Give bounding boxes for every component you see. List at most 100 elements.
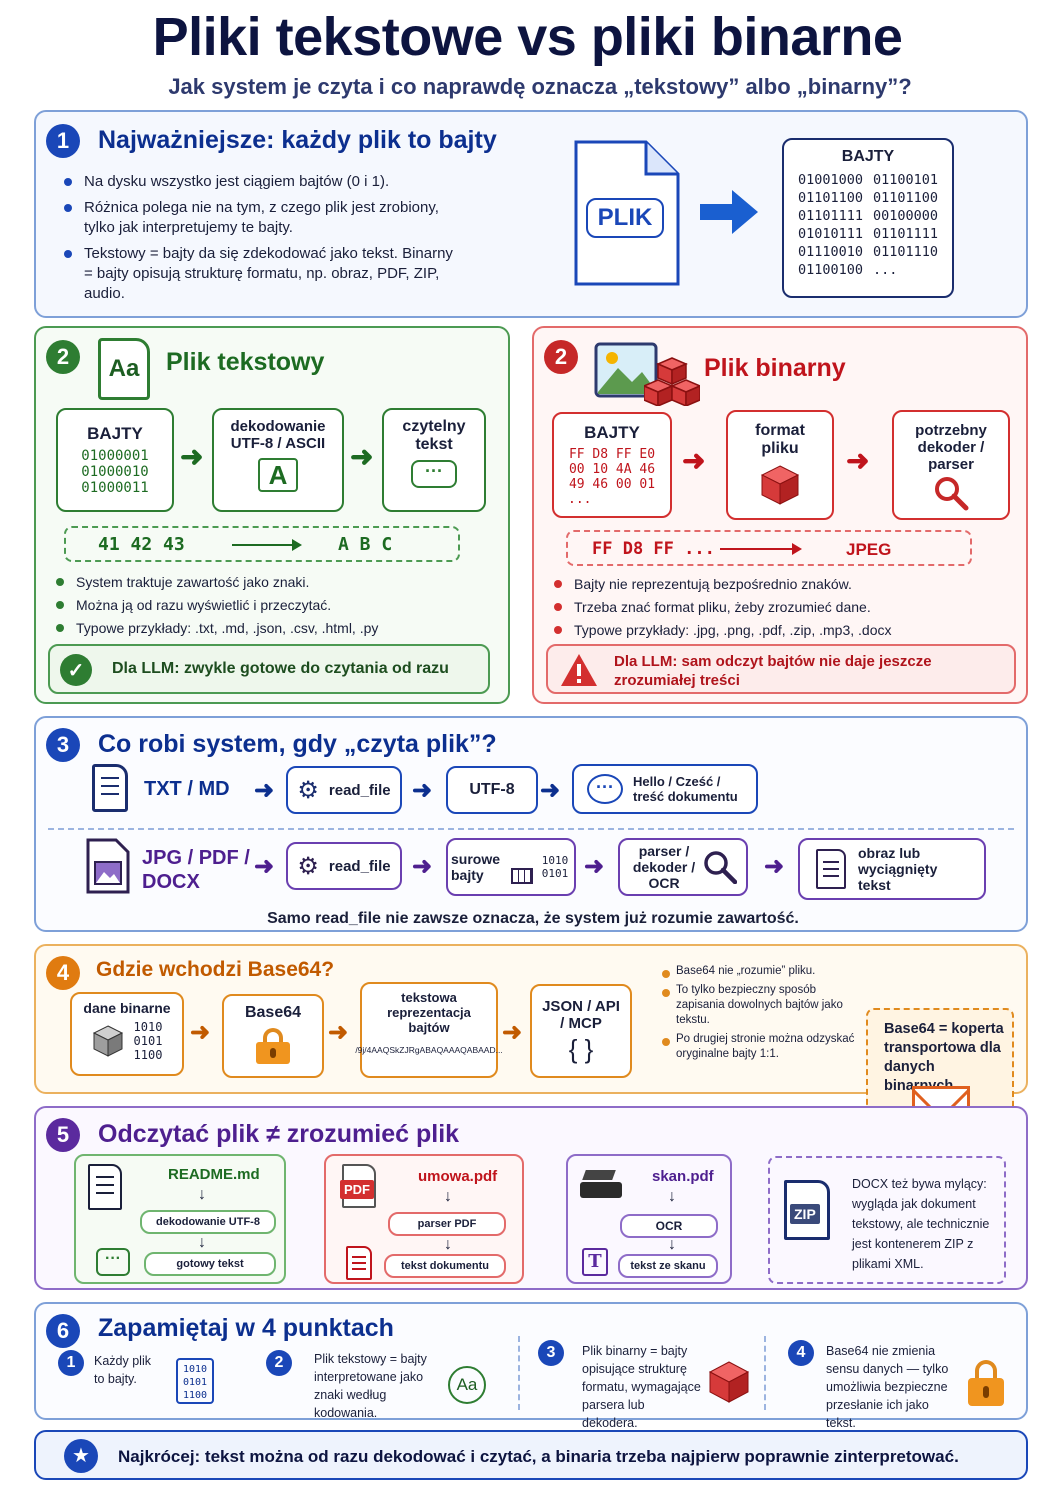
section-3: 3 Co robi system, gdy „czyta plik”? TXT … — [34, 716, 1028, 932]
font-icon-text: Aa — [108, 355, 140, 382]
byte-value: 01101100 — [797, 190, 863, 206]
section-6: 6 Zapamiętaj w 4 punktach 1 Każdy plik t… — [34, 1302, 1028, 1430]
page-subtitle: Jak system je czyta i co naprawdę oznacz… — [168, 74, 912, 99]
arrow-right-icon — [700, 190, 758, 234]
section-2-binary-bullets: Bajty nie reprezentują bezpośrednio znak… — [552, 574, 1012, 640]
hex-line: ... — [568, 492, 592, 507]
font-file-icon: Aa — [98, 338, 150, 400]
raw-bits: 1010 0101 — [541, 854, 569, 880]
section-4-bullets: Base64 nie „rozumie” pliku. To tylko bez… — [660, 964, 860, 1062]
magnifier-icon — [935, 477, 969, 511]
section-3-number: 3 — [46, 728, 80, 762]
chat-bubble-icon: ··· — [587, 774, 623, 804]
text-output: ··· Hello / Cześć / treść dokumentu — [572, 764, 758, 814]
bullet: Bajty nie reprezentują bezpośrednio znak… — [552, 574, 1012, 594]
byte-value: 01100100 — [797, 262, 863, 278]
scanner-icon — [580, 1170, 622, 1200]
arrow-right-icon: ➜ — [254, 853, 275, 880]
text-output-label: Hello / Cześć / treść dokumentu — [633, 774, 738, 804]
section-2-binary: 2 Plik binarny BAJTY FF D8 FF E0 00 10 4… — [532, 326, 1028, 704]
hex-values: 41 42 43 — [98, 534, 185, 555]
arrow-right-icon: ➜ — [328, 1019, 349, 1046]
file-label: PLIK — [586, 198, 664, 238]
parser-label: parser / dekoder / OCR — [632, 843, 696, 891]
parser-step: parser / dekoder / OCR — [618, 838, 748, 896]
section-5-number: 5 — [46, 1118, 80, 1152]
zip-badge: ZIP — [790, 1204, 820, 1224]
arrow-right-icon: ➜ — [412, 777, 433, 804]
encoding-step: UTF-8 — [446, 766, 538, 814]
arrow-right-icon: ➜ — [846, 445, 870, 476]
read-file-step: ⚙ read_file — [286, 842, 402, 890]
row-label-txt: TXT / MD — [144, 778, 230, 800]
byte-value: 01010111 — [797, 226, 863, 242]
section-2-binary-heading: Plik binarny — [704, 354, 846, 382]
arrow-down-icon: ↓ — [198, 1234, 206, 1251]
extracted-output: obraz lub wyciągnięty tekst — [798, 838, 986, 900]
hex-line: 49 46 00 01 — [568, 477, 656, 492]
point-3-number: 3 — [538, 1340, 564, 1366]
magnifier-icon — [704, 851, 737, 884]
bit-row: 1010 — [133, 1020, 163, 1034]
chat-bubble-icon: ··· — [411, 460, 457, 488]
arrow-down-icon: ↓ — [444, 1236, 452, 1253]
decode-step: dekodowanie UTF-8 — [140, 1210, 276, 1234]
bullet: Typowe przykłady: .txt, .md, .json, .csv… — [54, 618, 494, 638]
arrow-down-icon: ↓ — [444, 1188, 452, 1205]
llm-note-warning: Dla LLM: sam odczyt bajtów nie daje jesz… — [546, 644, 1016, 694]
format-result: JPEG — [846, 540, 892, 559]
long-arrow-icon — [232, 544, 298, 546]
read-file-label: read_file — [328, 781, 391, 799]
section-5: 5 Odczytać plik ≠ zrozumieć plik README.… — [34, 1106, 1028, 1290]
pdf-badge: PDF — [340, 1180, 374, 1199]
bullet: Typowe przykłady: .jpg, .png, .pdf, .zip… — [552, 620, 1012, 640]
llm-note-text: Dla LLM: sam odczyt bajtów nie daje jesz… — [614, 653, 932, 689]
callout-text: Base64 = koperta transportowa dla danych… — [884, 1021, 1004, 1094]
decoder-card: potrzebny dekoder / parser — [892, 410, 1010, 520]
base64-step: Base64 — [222, 994, 324, 1078]
font-icon: Aa — [448, 1366, 486, 1404]
hex-line: 00 10 4A 46 — [568, 462, 656, 477]
section-4: 4 Gdzie wchodzi Base64? dane binarne 101… — [34, 944, 1028, 1094]
point-3-text: Plik binarny = bajty opisujące strukturę… — [582, 1344, 701, 1430]
arrow-right-icon: ➜ — [540, 777, 561, 804]
section-4-number: 4 — [46, 956, 80, 990]
binary-data-label: dane binarne — [83, 1000, 171, 1016]
arrow-head-icon — [792, 543, 802, 555]
row-label-binary: JPG / PDF / DOCX — [142, 847, 250, 893]
bit-row: 1100 — [182, 1390, 208, 1401]
section-6-number: 6 — [46, 1314, 80, 1348]
arrow-down-icon: ↓ — [668, 1188, 676, 1205]
bytes-card: BAJTY 01000001 01000010 01000011 — [56, 408, 174, 512]
gear-icon: ⚙ — [297, 852, 319, 880]
section-5-heading: Odczytać plik ≠ zrozumieć plik — [98, 1120, 460, 1148]
long-arrow-icon — [720, 548, 796, 550]
section-2-number: 2 — [544, 340, 578, 374]
bullet: Po drugiej stronie można odzyskać orygin… — [660, 1032, 860, 1062]
document-icon — [816, 849, 846, 889]
pdf-card: PDF umowa.pdf ↓ parser PDF ↓ tekst dokum… — [324, 1154, 524, 1284]
divider — [764, 1336, 766, 1410]
point-4-number: 4 — [788, 1340, 814, 1366]
bytes-card: BAJTY FF D8 FF E0 00 10 4A 46 49 46 00 0… — [552, 412, 672, 518]
output-step: tekst ze skanu — [618, 1254, 718, 1278]
scan-card: skan.pdf ↓ OCR ↓ T tekst ze skanu — [566, 1154, 732, 1284]
bit-row: 1010 — [182, 1364, 208, 1375]
cubes-icon — [644, 357, 700, 406]
scan-filename: skan.pdf — [652, 1168, 714, 1185]
bullet: System traktuje zawartość jako znaki. — [54, 572, 494, 592]
bytes-title: BAJTY — [841, 148, 895, 165]
lock-icon — [256, 1028, 290, 1064]
section-3-heading: Co robi system, gdy „czyta plik”? — [98, 730, 497, 758]
cube-icon — [92, 1025, 123, 1057]
docx-note-text: DOCX też bywa mylący: wygląda jak dokume… — [852, 1177, 990, 1271]
letter-a-icon: A — [258, 458, 298, 492]
bullet: Różnica polega nie na tym, z czego plik … — [62, 198, 462, 238]
bullet: Base64 nie „rozumie” pliku. — [660, 964, 860, 979]
chat-bubble-icon: ··· — [96, 1248, 130, 1276]
section-1: 1 Najważniejsze: każdy plik to bajty Na … — [34, 110, 1028, 318]
arrow-right-icon: ➜ — [412, 853, 433, 880]
section-2-text-bullets: System traktuje zawartość jako znaki. Mo… — [54, 572, 494, 638]
